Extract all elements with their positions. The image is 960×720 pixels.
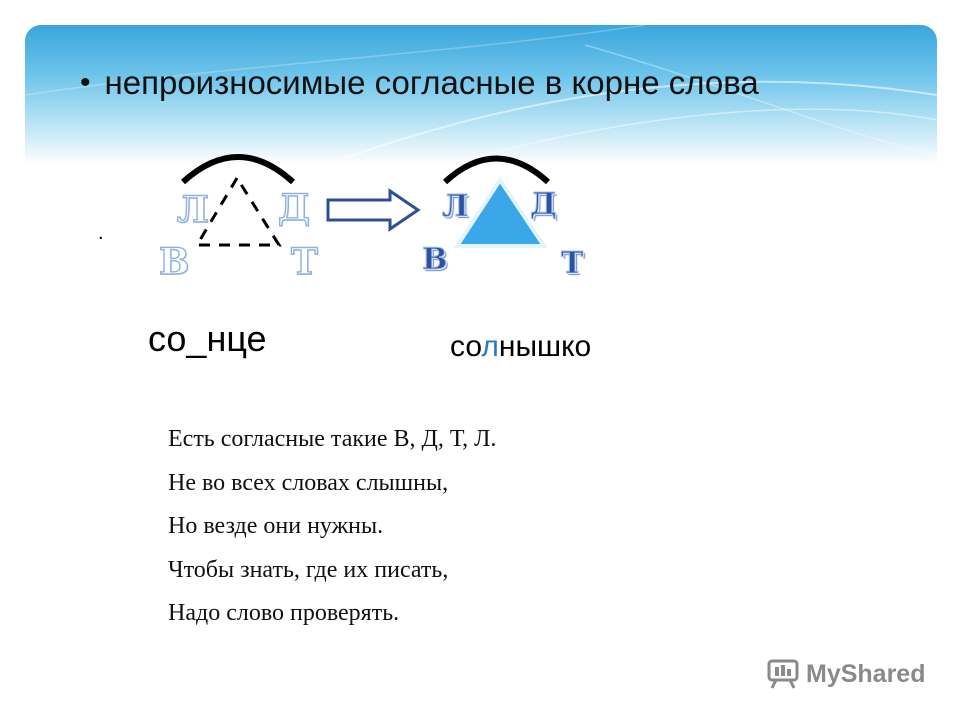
poem-line: Не во всех словах слышны, xyxy=(168,469,449,496)
left-letter-t: Т xyxy=(290,241,318,283)
right-arrow-icon xyxy=(326,188,421,232)
check-word-prefix: со xyxy=(450,330,482,363)
poem-line: Есть согласные такие В, Д, Т, Л. xyxy=(168,426,497,452)
rule-poem: Есть согласные такие В, Д, Т, Л. Не во в… xyxy=(168,418,496,636)
poem-line: Но везде они нужны. xyxy=(168,513,384,539)
check-word-highlighted-letter: л xyxy=(481,330,499,363)
left-letter-d: Д xyxy=(277,187,311,229)
slide-title: • непроизносимые согласные в корне слова xyxy=(80,58,759,108)
poem-line: Чтобы знать, где их писать, xyxy=(168,556,449,583)
dashed-triangle-icon xyxy=(194,175,282,247)
check-word: солнышко xyxy=(450,330,591,364)
left-letter-v: В xyxy=(158,241,190,283)
title-text: непроизносимые согласные в корне слова xyxy=(104,64,759,101)
check-word-suffix: нышко xyxy=(498,330,592,363)
right-arc-icon xyxy=(442,155,551,185)
right-letter-t: Т xyxy=(560,246,584,281)
watermark-text: MyShared xyxy=(806,659,926,688)
stray-dot: . xyxy=(98,222,104,244)
word-with-gap: со_нце xyxy=(148,318,267,359)
presentation-board-icon xyxy=(767,659,799,689)
right-letter-l: Л xyxy=(442,189,470,224)
right-letter-v: В xyxy=(421,242,448,277)
poem-line: Надо слово проверять. xyxy=(168,600,400,626)
left-arc-icon xyxy=(180,154,296,185)
right-letter-d: Д xyxy=(530,187,558,222)
banner-light-streaks-icon xyxy=(25,25,937,165)
left-letter-l: Л xyxy=(176,189,209,231)
watermark: MyShared xyxy=(766,656,925,692)
header-banner xyxy=(25,25,937,165)
title-bullet: • xyxy=(80,66,91,99)
solid-triangle-icon xyxy=(453,176,548,248)
